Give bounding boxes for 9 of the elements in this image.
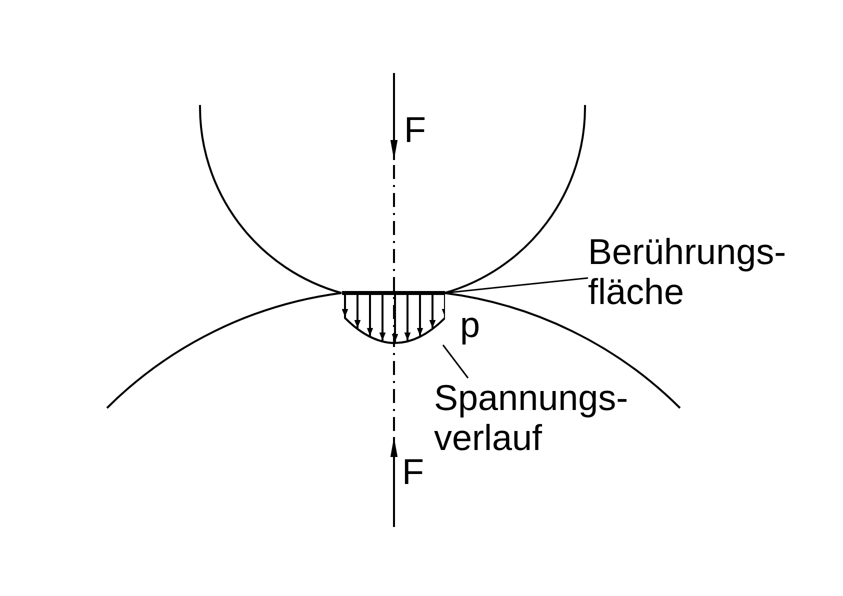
symbol-label: p: [460, 305, 480, 345]
stress-distribution-drawing: [342, 295, 445, 345]
part-label: Spannungs- verlauf: [434, 378, 630, 458]
contact-surface: [342, 291, 445, 295]
leader-line: [444, 277, 588, 294]
symbol-label: F: [402, 452, 424, 492]
leader-line: [442, 344, 469, 378]
part-label: Berührungs- fläche: [588, 232, 788, 312]
symbol-label: F: [404, 110, 426, 150]
